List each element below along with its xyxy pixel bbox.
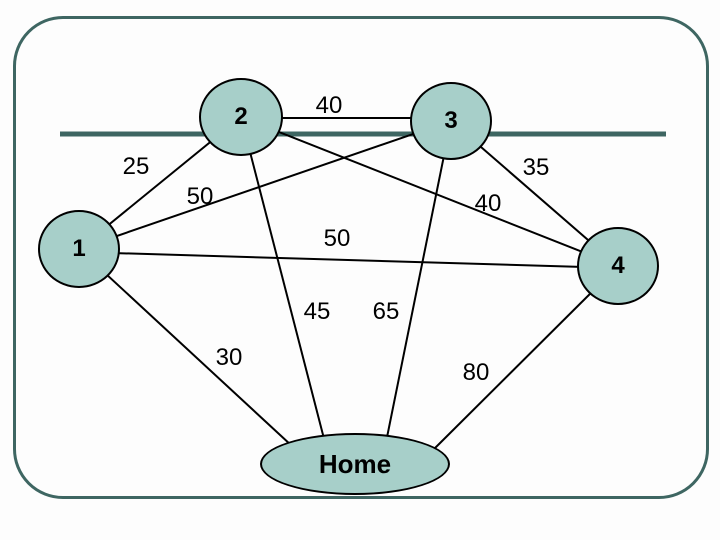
edge-3-home	[381, 120, 452, 463]
weight-1-3: 50	[186, 183, 214, 210]
edge-1-3	[78, 120, 452, 250]
node-3-label: 3	[444, 107, 458, 134]
node-3: 3	[410, 82, 492, 160]
weight-1-2: 25	[122, 153, 150, 180]
node-2-label: 2	[234, 103, 248, 130]
node-4-label: 4	[611, 252, 625, 279]
weight-4-home: 80	[462, 359, 490, 386]
node-4: 4	[577, 227, 659, 305]
weight-3-4: 35	[522, 154, 550, 181]
weight-2-4: 40	[474, 190, 502, 217]
node-1: 1	[38, 210, 120, 288]
edge-1-home	[78, 248, 306, 459]
weight-1-home: 30	[215, 344, 243, 371]
rounded-border-frame	[13, 16, 709, 499]
node-home-label: Home	[318, 448, 392, 479]
edge-1-4	[78, 251, 619, 269]
edge-2-home	[240, 116, 331, 463]
weight-1-4: 50	[323, 225, 351, 252]
weight-2-home: 45	[303, 298, 331, 325]
node-1-label: 1	[72, 235, 86, 262]
weight-2-3: 40	[315, 92, 343, 119]
edge-2-4	[240, 116, 619, 267]
node-home: Home	[260, 433, 450, 495]
weight-3-home: 65	[372, 298, 400, 325]
node-2: 2	[199, 78, 283, 156]
edge-4-home	[424, 265, 619, 459]
